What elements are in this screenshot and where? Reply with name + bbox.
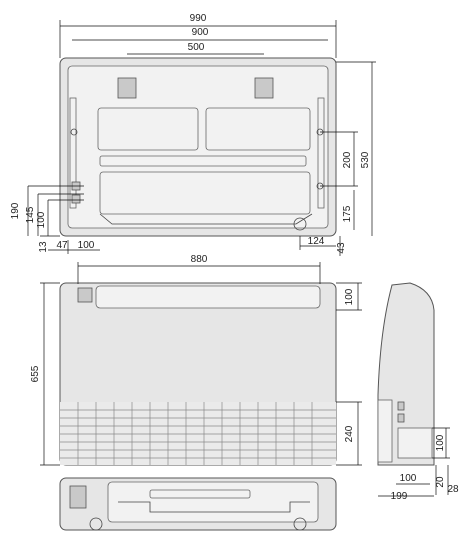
dim-990: 990 [190, 13, 207, 24]
bottom-view [59, 477, 337, 531]
dim-199: 199 [391, 491, 408, 502]
dim-900: 900 [192, 27, 209, 38]
front-intake-grille [60, 402, 336, 465]
side-connector-1 [397, 401, 405, 411]
dim-500: 500 [188, 42, 205, 53]
front-view [59, 282, 337, 466]
dim-47: 47 [56, 240, 68, 251]
rear-panel-upper-left [97, 107, 199, 151]
dim-145: 145 [25, 206, 36, 223]
front-air-outlet [95, 285, 321, 309]
front-view-dimensions: 880 100 655 240 [30, 254, 362, 466]
side-connector-2 [397, 413, 405, 423]
dim-200: 200 [342, 151, 353, 168]
bottom-foot-right [293, 517, 307, 531]
front-control-panel [77, 287, 93, 303]
rear-drain-channel [99, 213, 313, 225]
dim-100-bottom: 100 [78, 240, 95, 251]
mounting-bracket-right [254, 77, 274, 99]
dim-13: 13 [38, 241, 49, 253]
bottom-slot [149, 489, 251, 499]
dim-530: 530 [360, 151, 371, 168]
mounting-bracket-left [117, 77, 137, 99]
dim-100-front-top: 100 [344, 288, 355, 305]
side-view-dimensions: 100 100 20 28 199 [378, 427, 459, 502]
dim-43: 43 [336, 242, 347, 254]
bottom-foot-left [89, 517, 103, 531]
rear-panel-upper-right [205, 107, 311, 151]
dim-655: 655 [30, 365, 41, 382]
dim-880: 880 [191, 254, 208, 265]
dim-175: 175 [342, 205, 353, 222]
dim-240: 240 [344, 425, 355, 442]
rear-hole-left [70, 128, 78, 136]
pipe-connector-2 [71, 194, 81, 204]
side-grille [377, 399, 393, 463]
rear-panel-middle-strip [99, 155, 307, 167]
side-view [377, 282, 435, 466]
dim-100-side-bottom: 100 [400, 473, 417, 484]
rear-view-dimensions: 990 900 500 530 200 175 43 124 190 145 1… [10, 13, 376, 256]
dim-20: 20 [435, 476, 446, 488]
dim-28: 28 [447, 484, 459, 495]
side-pipe-box [397, 427, 433, 459]
dim-100-side-right: 100 [435, 434, 446, 451]
pipe-hole [293, 217, 307, 231]
dim-100-left: 100 [36, 211, 47, 228]
dim-124: 124 [308, 236, 325, 247]
rear-view [59, 57, 337, 237]
bottom-channel [118, 501, 310, 513]
dim-190: 190 [10, 202, 21, 219]
rear-panel-lower [99, 171, 311, 215]
rear-side-slot-right [317, 97, 325, 209]
bottom-connector [69, 485, 87, 509]
rear-side-slot-left [69, 97, 77, 209]
